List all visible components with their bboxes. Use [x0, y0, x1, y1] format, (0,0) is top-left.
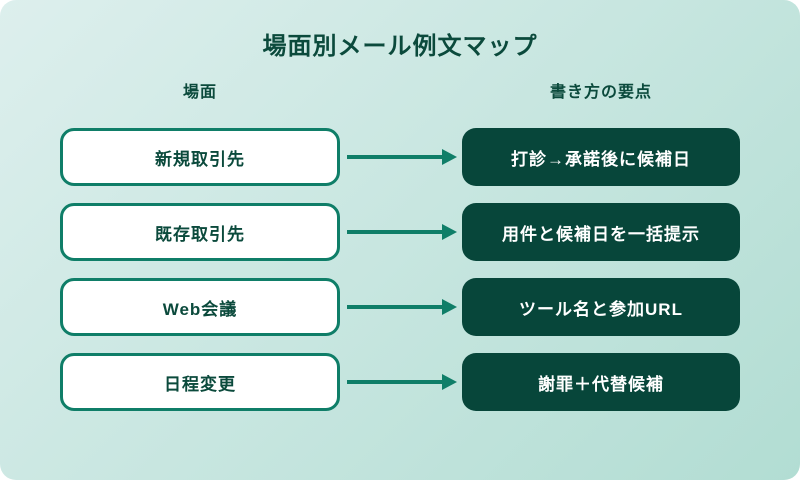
right-arrow-icon: [347, 149, 457, 165]
column-header-points: 書き方の要点: [549, 84, 652, 101]
point-box: ツール名と参加URL: [462, 278, 740, 336]
map-row-reschedule: 日程変更 謝罪＋代替候補: [0, 353, 800, 411]
page-title: 場面別メール例文マップ: [262, 33, 538, 60]
map-row-new-client: 新規取引先 打診→承諾後に候補日: [0, 128, 800, 186]
map-row-web-meeting: Web会議 ツール名と参加URL: [0, 278, 800, 336]
scene-box: 新規取引先: [60, 128, 340, 186]
right-arrow-icon: [347, 374, 457, 390]
right-arrow-icon: [347, 299, 457, 315]
point-box: 用件と候補日を一括提示: [462, 203, 740, 261]
map-row-existing-client: 既存取引先 用件と候補日を一括提示: [0, 203, 800, 261]
right-arrow-icon: [347, 224, 457, 240]
scene-box: 既存取引先: [60, 203, 340, 261]
scene-box: Web会議: [60, 278, 340, 336]
scene-box: 日程変更: [60, 353, 340, 411]
point-box: 謝罪＋代替候補: [462, 353, 740, 411]
point-box: 打診→承諾後に候補日: [462, 128, 740, 186]
column-header-scene: 場面: [182, 84, 217, 101]
